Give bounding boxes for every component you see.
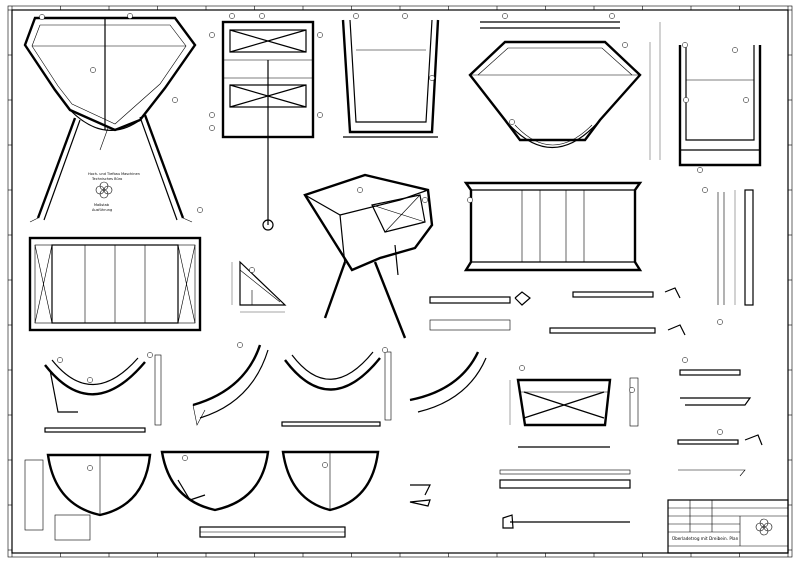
detail-rib-parts xyxy=(44,344,487,433)
bar-parts xyxy=(429,287,686,336)
item-balloon xyxy=(402,13,408,19)
plan-view-trough xyxy=(463,181,643,272)
item-balloon xyxy=(609,13,615,19)
item-balloon xyxy=(209,112,215,118)
item-balloon xyxy=(197,207,203,213)
item-balloon xyxy=(249,267,255,273)
isometric-view xyxy=(303,173,434,339)
item-balloon xyxy=(743,97,749,103)
detail-cover-views xyxy=(24,450,631,541)
item-balloon xyxy=(717,429,723,435)
detail-frame-part xyxy=(509,377,639,448)
item-balloon xyxy=(682,357,688,363)
item-balloon xyxy=(622,42,628,48)
item-balloon xyxy=(629,387,635,393)
item-balloon xyxy=(683,97,689,103)
svg-text:Ausführung: Ausführung xyxy=(92,208,112,212)
item-balloon xyxy=(127,13,133,19)
item-balloon xyxy=(509,119,515,125)
item-balloon xyxy=(467,197,473,203)
sheet-frame xyxy=(7,5,793,558)
item-balloon xyxy=(172,97,178,103)
item-balloon xyxy=(357,187,363,193)
detail-bracket-views xyxy=(677,369,763,477)
item-balloon xyxy=(87,377,93,383)
quatrefoil-logo xyxy=(755,518,773,536)
front-view-tripod: Hoch- und Tiefbau Maschinen Technisches … xyxy=(23,16,197,223)
item-balloon xyxy=(39,14,45,20)
item-balloon xyxy=(682,42,688,48)
item-balloon xyxy=(382,347,388,353)
item-balloon xyxy=(317,32,323,38)
svg-text:Maßstab: Maßstab xyxy=(94,203,110,207)
item-balloon xyxy=(182,455,188,461)
top-view-frame xyxy=(28,236,202,332)
item-balloon xyxy=(237,342,243,348)
item-balloons xyxy=(39,13,749,471)
section-view-u xyxy=(341,19,440,138)
item-balloon xyxy=(57,357,63,363)
item-balloon xyxy=(353,13,359,19)
item-balloon xyxy=(317,112,323,118)
item-balloon xyxy=(732,47,738,53)
item-balloon xyxy=(697,167,703,173)
item-balloon xyxy=(502,13,508,19)
item-balloon xyxy=(209,125,215,131)
side-view-right xyxy=(678,45,762,167)
item-balloon xyxy=(147,352,153,358)
item-balloon xyxy=(717,319,723,325)
item-balloon xyxy=(90,67,96,73)
svg-text:Hoch- und Tiefbau Maschinen: Hoch- und Tiefbau Maschinen xyxy=(88,172,140,176)
svg-text:Technisches Büro: Technisches Büro xyxy=(91,177,122,181)
side-view-frame xyxy=(221,20,315,231)
top-section-trough xyxy=(468,21,661,160)
item-balloon xyxy=(209,32,215,38)
title-block: Überladetrog mit Dreibein. Plan xyxy=(667,499,789,554)
item-balloon xyxy=(702,187,708,193)
logo-note: Hoch- und Tiefbau Maschinen Technisches … xyxy=(88,172,140,212)
item-balloon xyxy=(259,13,265,19)
item-balloon xyxy=(87,465,93,471)
item-balloon xyxy=(519,365,525,371)
item-balloon xyxy=(422,197,428,203)
item-balloon xyxy=(429,75,435,81)
item-balloon xyxy=(322,462,328,468)
item-balloon xyxy=(229,13,235,19)
vertical-profile xyxy=(717,189,754,306)
bracket-detail xyxy=(231,260,287,313)
title-block-description: Überladetrog mit Dreibein. Plan xyxy=(672,536,739,541)
